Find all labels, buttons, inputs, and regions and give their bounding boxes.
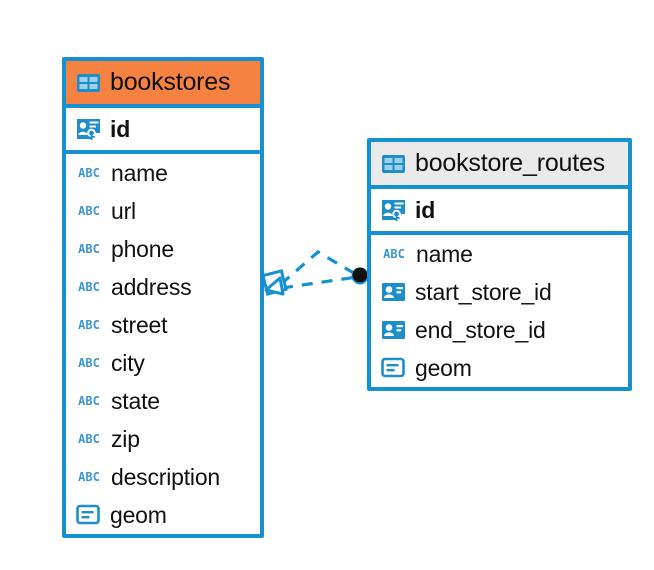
attribute-label: name [416, 240, 473, 267]
attribute-label: name [111, 159, 168, 186]
attribute-row-address[interactable]: ABC address [66, 268, 260, 306]
entity-header-bookstores[interactable]: bookstores [66, 61, 260, 108]
attribute-row-description[interactable]: ABC description [66, 458, 260, 496]
attribute-row-id[interactable]: id [371, 189, 628, 231]
text-abc-icon: ABC [78, 280, 100, 294]
relationship-target-circle-icon [351, 267, 369, 285]
attribute-row-url[interactable]: ABC url [66, 192, 260, 230]
attribute-label: geom [110, 501, 167, 528]
entity-bookstore-routes[interactable]: bookstore_routes id ABC name [367, 138, 632, 391]
text-abc-icon: ABC [78, 318, 100, 332]
primary-key-separator [66, 150, 260, 154]
text-abc-icon: ABC [78, 432, 100, 446]
attribute-label: zip [111, 425, 140, 452]
text-abc-icon: ABC [78, 242, 100, 256]
primary-key-separator [371, 231, 628, 235]
attribute-row-name[interactable]: ABC name [371, 235, 628, 273]
attribute-label: phone [111, 235, 174, 262]
primary-key-icon [76, 117, 101, 141]
attribute-row-id[interactable]: id [66, 108, 260, 150]
text-abc-icon: ABC [78, 470, 100, 484]
text-abc-icon: ABC [78, 356, 100, 370]
entity-title: bookstores [110, 68, 231, 96]
attribute-row-city[interactable]: ABC city [66, 344, 260, 382]
attribute-row-street[interactable]: ABC street [66, 306, 260, 344]
geometry-icon [76, 504, 101, 526]
table-icon [76, 73, 101, 93]
relationship-source-diamond-icon [261, 269, 288, 296]
geometry-icon [381, 357, 406, 379]
attribute-row-start-store-id[interactable]: start_store_id [371, 273, 628, 311]
text-abc-icon: ABC [78, 204, 100, 218]
attribute-label: start_store_id [415, 278, 552, 305]
attribute-label: url [111, 197, 136, 224]
attribute-row-phone[interactable]: ABC phone [66, 230, 260, 268]
attribute-label: state [111, 387, 160, 414]
relationship-line-upper [279, 250, 358, 286]
attribute-row-end-store-id[interactable]: end_store_id [371, 311, 628, 349]
attribute-label: street [111, 311, 168, 338]
entity-title: bookstore_routes [415, 149, 605, 177]
attribute-label: description [111, 463, 221, 490]
text-abc-icon: ABC [383, 247, 405, 261]
attribute-row-state[interactable]: ABC state [66, 382, 260, 420]
relationship-line-lower [281, 275, 358, 290]
primary-key-icon [381, 198, 406, 222]
foreign-key-icon [381, 281, 406, 303]
attribute-row-name[interactable]: ABC name [66, 154, 260, 192]
entity-bookstores[interactable]: bookstores id ABC name ABC url ABC phone [62, 57, 264, 538]
text-abc-icon: ABC [78, 166, 100, 180]
attribute-label: address [111, 273, 192, 300]
attribute-label: city [111, 349, 145, 376]
attribute-row-zip[interactable]: ABC zip [66, 420, 260, 458]
attribute-label: id [415, 196, 436, 223]
text-abc-icon: ABC [78, 394, 100, 408]
table-icon [381, 154, 406, 174]
attribute-label: id [110, 115, 131, 142]
foreign-key-icon [381, 319, 406, 341]
attribute-label: end_store_id [415, 316, 546, 343]
attribute-row-geom[interactable]: geom [371, 349, 628, 387]
attribute-row-geom[interactable]: geom [66, 496, 260, 534]
entity-header-bookstore-routes[interactable]: bookstore_routes [371, 142, 628, 189]
attribute-label: geom [415, 354, 472, 381]
